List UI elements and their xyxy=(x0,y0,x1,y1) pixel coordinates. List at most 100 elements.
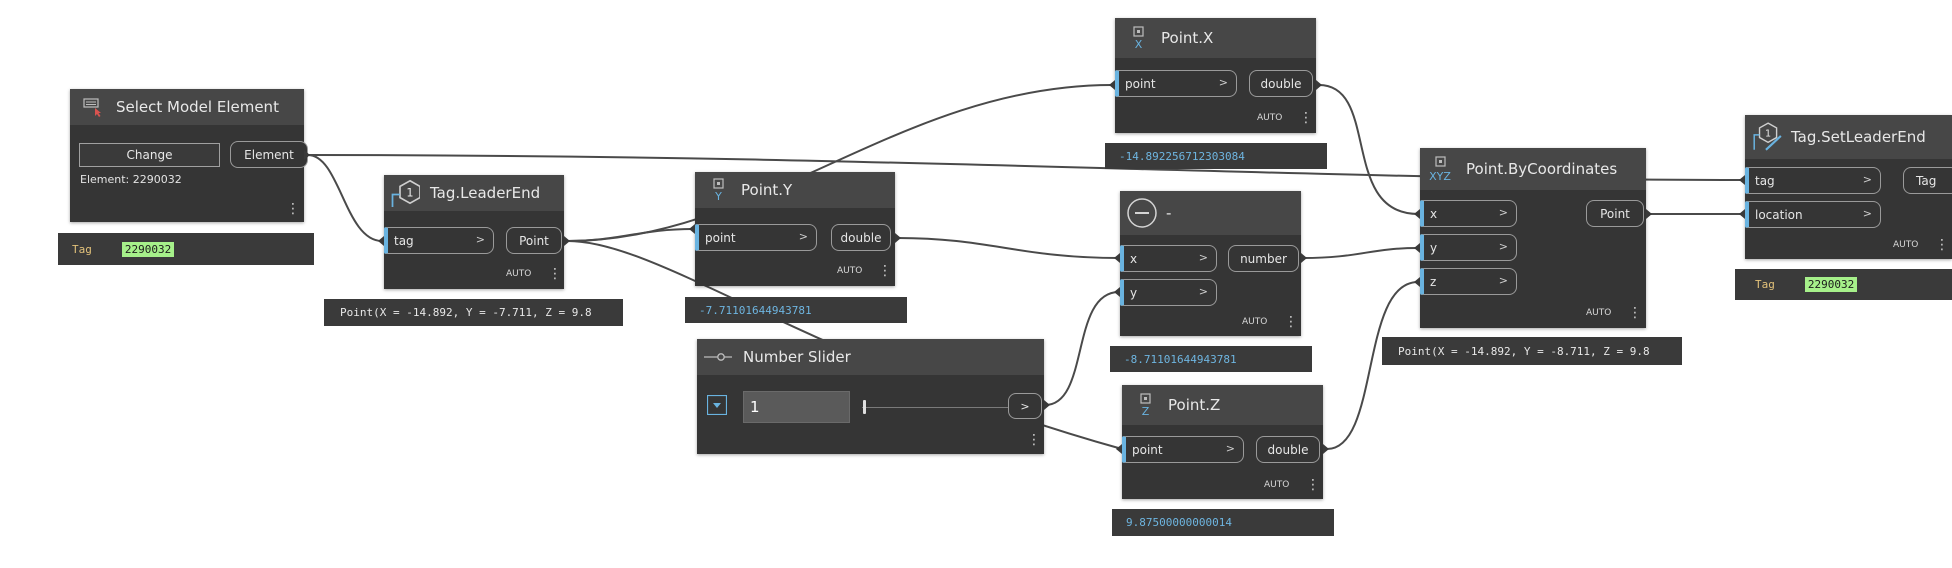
wire-pointy-to-minus-x xyxy=(897,237,1120,259)
preview-setleaderend: Tag 2290032 xyxy=(1735,269,1952,300)
leader-tag-icon: 1 xyxy=(391,179,420,207)
port-label: z xyxy=(1430,274,1437,289)
element-id-text: Element: 2290032 xyxy=(80,173,182,186)
point-x-icon: X xyxy=(1133,26,1144,50)
change-button[interactable]: Change xyxy=(79,143,220,167)
node-header[interactable]: - xyxy=(1120,191,1301,235)
slider-value-input[interactable]: 1 xyxy=(743,391,850,423)
slider-thumb[interactable] xyxy=(863,400,866,414)
point-z-letter: Z xyxy=(1142,405,1150,417)
input-port-y[interactable]: y > xyxy=(1420,234,1517,261)
port-label: x xyxy=(1130,251,1138,266)
node-menu-icon[interactable]: ⋮ xyxy=(1628,305,1642,321)
node-point-x[interactable]: X Point.X point > double AUTO ⋮ xyxy=(1115,18,1316,133)
node-header[interactable]: 1 Tag.SetLeaderEnd xyxy=(1745,115,1952,159)
lacing-auto-label[interactable]: AUTO xyxy=(506,269,532,279)
preview-select-model: Tag 2290032 xyxy=(58,233,314,265)
lacing-auto-label[interactable]: AUTO xyxy=(1264,480,1290,490)
port-label: y xyxy=(1430,240,1438,255)
input-port-tag[interactable]: tag > xyxy=(1745,167,1881,194)
input-port-x[interactable]: x > xyxy=(1420,200,1517,227)
node-number-slider[interactable]: Number Slider 1 > ⋮ xyxy=(697,339,1044,454)
select-element-icon xyxy=(83,98,101,117)
preview-leaderend: Point(X = -14.892, Y = -7.711, Z = 9.8 xyxy=(324,299,623,326)
input-port-point[interactable]: point > xyxy=(695,224,817,251)
chevron-right-icon: > xyxy=(1198,251,1208,264)
expand-slider-icon[interactable] xyxy=(707,395,727,415)
preview-point-y: -7.71101644943781 xyxy=(685,297,907,323)
node-menu-icon[interactable]: ⋮ xyxy=(286,201,300,217)
node-title: Point.Z xyxy=(1168,396,1221,414)
xyz-point-icon: XYZ xyxy=(1429,156,1451,183)
chevron-right-icon: > xyxy=(475,233,485,246)
input-port-point[interactable]: point > xyxy=(1122,436,1244,463)
output-port-number[interactable]: number xyxy=(1228,245,1299,272)
node-title: Point.Y xyxy=(741,181,793,199)
node-select-model-element[interactable]: Select Model Element Change Element Elem… xyxy=(70,89,308,222)
output-port-double[interactable]: double xyxy=(831,224,891,251)
input-port-point[interactable]: point > xyxy=(1115,70,1237,97)
node-menu-icon[interactable]: ⋮ xyxy=(1284,314,1298,330)
node-title: Tag.SetLeaderEnd xyxy=(1791,128,1926,146)
node-title: Point.X xyxy=(1161,29,1214,47)
lacing-auto-label[interactable]: AUTO xyxy=(1242,317,1268,327)
chevron-right-icon: > xyxy=(1498,240,1508,253)
node-header[interactable]: 1 Tag.LeaderEnd xyxy=(384,175,564,211)
lacing-auto-label[interactable]: AUTO xyxy=(1257,113,1283,123)
node-menu-icon[interactable]: ⋮ xyxy=(548,266,562,282)
node-point-z[interactable]: Z Point.Z point > double AUTO ⋮ xyxy=(1122,385,1323,499)
lacing-auto-label[interactable]: AUTO xyxy=(1893,240,1919,250)
node-header[interactable]: Select Model Element xyxy=(70,89,304,125)
wire-point-to-pointx xyxy=(567,84,1113,242)
input-port-tag[interactable]: tag > xyxy=(384,227,494,254)
wire-slider-to-minus-y xyxy=(1044,291,1120,406)
node-menu-icon[interactable]: ⋮ xyxy=(1935,237,1949,253)
lacing-auto-label[interactable]: AUTO xyxy=(837,266,863,276)
node-header[interactable]: Number Slider xyxy=(697,339,1044,375)
input-port-y[interactable]: y > xyxy=(1120,279,1217,306)
node-menu-icon[interactable]: ⋮ xyxy=(1027,432,1041,448)
node-tag-leaderend[interactable]: 1 Tag.LeaderEnd tag > Point AUTO ⋮ xyxy=(384,175,564,289)
input-port-z[interactable]: z > xyxy=(1420,268,1517,295)
port-label: x xyxy=(1430,206,1438,221)
node-menu-icon[interactable]: ⋮ xyxy=(878,263,892,279)
slider-icon xyxy=(704,353,732,361)
input-port-x[interactable]: x > xyxy=(1120,245,1217,272)
node-menu-icon[interactable]: ⋮ xyxy=(1306,477,1320,493)
node-tag-setleaderend[interactable]: 1 Tag.SetLeaderEnd tag > location > Tag … xyxy=(1745,115,1952,259)
leader-tag-badge: 1 xyxy=(406,186,413,199)
output-port-point[interactable]: Point xyxy=(1586,200,1644,227)
node-title: Tag.LeaderEnd xyxy=(430,184,541,202)
point-y-letter: Y xyxy=(714,190,722,202)
preview-tag-label: Tag xyxy=(72,242,92,256)
node-header[interactable]: X Point.X xyxy=(1115,18,1316,58)
xyz-letters: XYZ xyxy=(1429,170,1451,183)
output-port-double[interactable]: double xyxy=(1249,70,1313,97)
input-port-location[interactable]: location > xyxy=(1745,201,1881,228)
output-port-double[interactable]: double xyxy=(1256,436,1320,463)
node-header[interactable]: Y Point.Y xyxy=(695,172,895,208)
chevron-right-icon: > xyxy=(1862,173,1872,186)
slider-track[interactable] xyxy=(862,407,1012,408)
node-subtract[interactable]: - x > y > number AUTO ⋮ xyxy=(1120,191,1301,336)
lacing-auto-label[interactable]: AUTO xyxy=(1586,308,1612,318)
output-port-point[interactable]: Point xyxy=(506,227,562,254)
node-header[interactable]: XYZ Point.ByCoordinates xyxy=(1420,148,1646,190)
node-title: Number Slider xyxy=(743,348,851,366)
preview-tag-label: Tag xyxy=(1755,278,1775,291)
chevron-right-icon: > xyxy=(1498,206,1508,219)
node-title: Select Model Element xyxy=(116,98,279,116)
node-header[interactable]: Z Point.Z xyxy=(1122,385,1323,425)
output-port-element[interactable]: Element xyxy=(230,141,308,168)
port-label: point xyxy=(1125,76,1156,91)
node-menu-icon[interactable]: ⋮ xyxy=(1299,110,1313,126)
node-point-y[interactable]: Y Point.Y point > double AUTO ⋮ xyxy=(695,172,895,286)
point-x-letter: X xyxy=(1135,38,1143,50)
output-port-tag[interactable]: Tag xyxy=(1903,167,1952,194)
point-y-icon: Y xyxy=(713,178,724,202)
slider-output-port[interactable]: > xyxy=(1008,393,1042,419)
preview-bycoordinates: Point(X = -14.892, Y = -8.711, Z = 9.8 xyxy=(1382,337,1682,365)
node-point-bycoordinates[interactable]: XYZ Point.ByCoordinates x > y > z > Poin… xyxy=(1420,148,1646,328)
wire-pointx-to-bycoords-x xyxy=(1318,84,1419,215)
